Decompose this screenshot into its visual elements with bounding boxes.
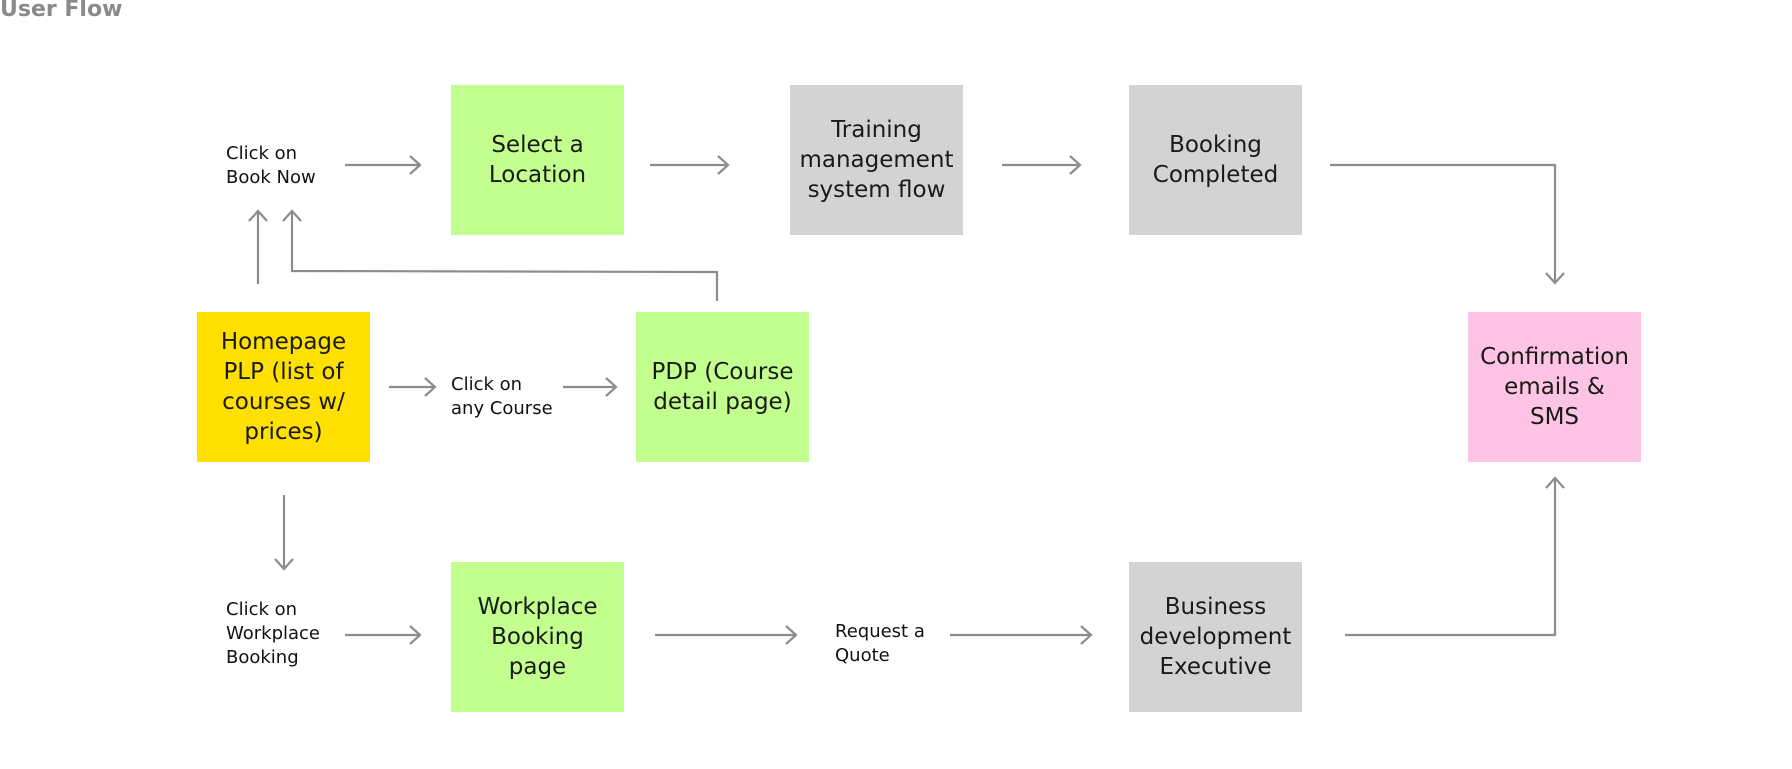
click-any-course-label: Click on any Course [451,374,553,419]
homepage-plp-label: Homepage PLP (list of courses w/ prices) [220,329,347,445]
booking-completed-node[interactable]: Booking Completed [1129,85,1302,235]
arrow-workplace-label-to-workplace-page [345,625,422,645]
pdp-label: PDP (Course detail page) [651,359,794,415]
arrow-any-course-to-pdp [563,377,618,397]
arrow-pdp-to-book-now [282,209,719,301]
arrow-workplace-page-to-request-quote [655,625,798,645]
click-book-now-label: Click on Book Now [226,143,316,188]
click-workplace-booking-label: Click on Workplace Booking [226,599,321,668]
training-management-node[interactable]: Training management system flow [790,85,963,235]
arrow-homepage-to-any-course [389,377,437,397]
workplace-booking-page-node[interactable]: Workplace Booking page [451,562,624,712]
arrow-booking-completed-to-confirmation [1330,163,1565,285]
workplace-booking-page-label: Workplace Booking page [477,594,598,680]
page-title: User Flow [0,0,123,22]
confirmation-label: Confirmation emails & SMS [1480,344,1629,430]
select-location-node[interactable]: Select a Location [451,85,624,235]
arrow-book-now-to-select-location [345,155,422,175]
booking-completed-label: Booking Completed [1152,132,1279,188]
pdp-node[interactable]: PDP (Course detail page) [636,312,809,462]
confirmation-node[interactable]: Confirmation emails & SMS [1468,312,1641,462]
select-location-label: Select a Location [488,132,587,188]
arrow-business-development-to-confirmation [1345,476,1565,637]
arrow-homepage-to-book-now [248,209,268,284]
homepage-plp-node[interactable]: Homepage PLP (list of courses w/ prices) [197,312,370,462]
arrow-select-location-to-training [650,155,730,175]
business-development-node[interactable]: Business development Executive [1129,562,1302,712]
arrow-homepage-to-workplace-booking [274,495,294,571]
business-development-label: Business development Executive [1139,594,1292,680]
request-quote-label: Request a Quote [835,621,925,666]
arrow-training-to-booking-completed [1002,155,1082,175]
arrow-request-quote-to-business-development [950,625,1093,645]
training-management-label: Training management system flow [799,117,954,203]
